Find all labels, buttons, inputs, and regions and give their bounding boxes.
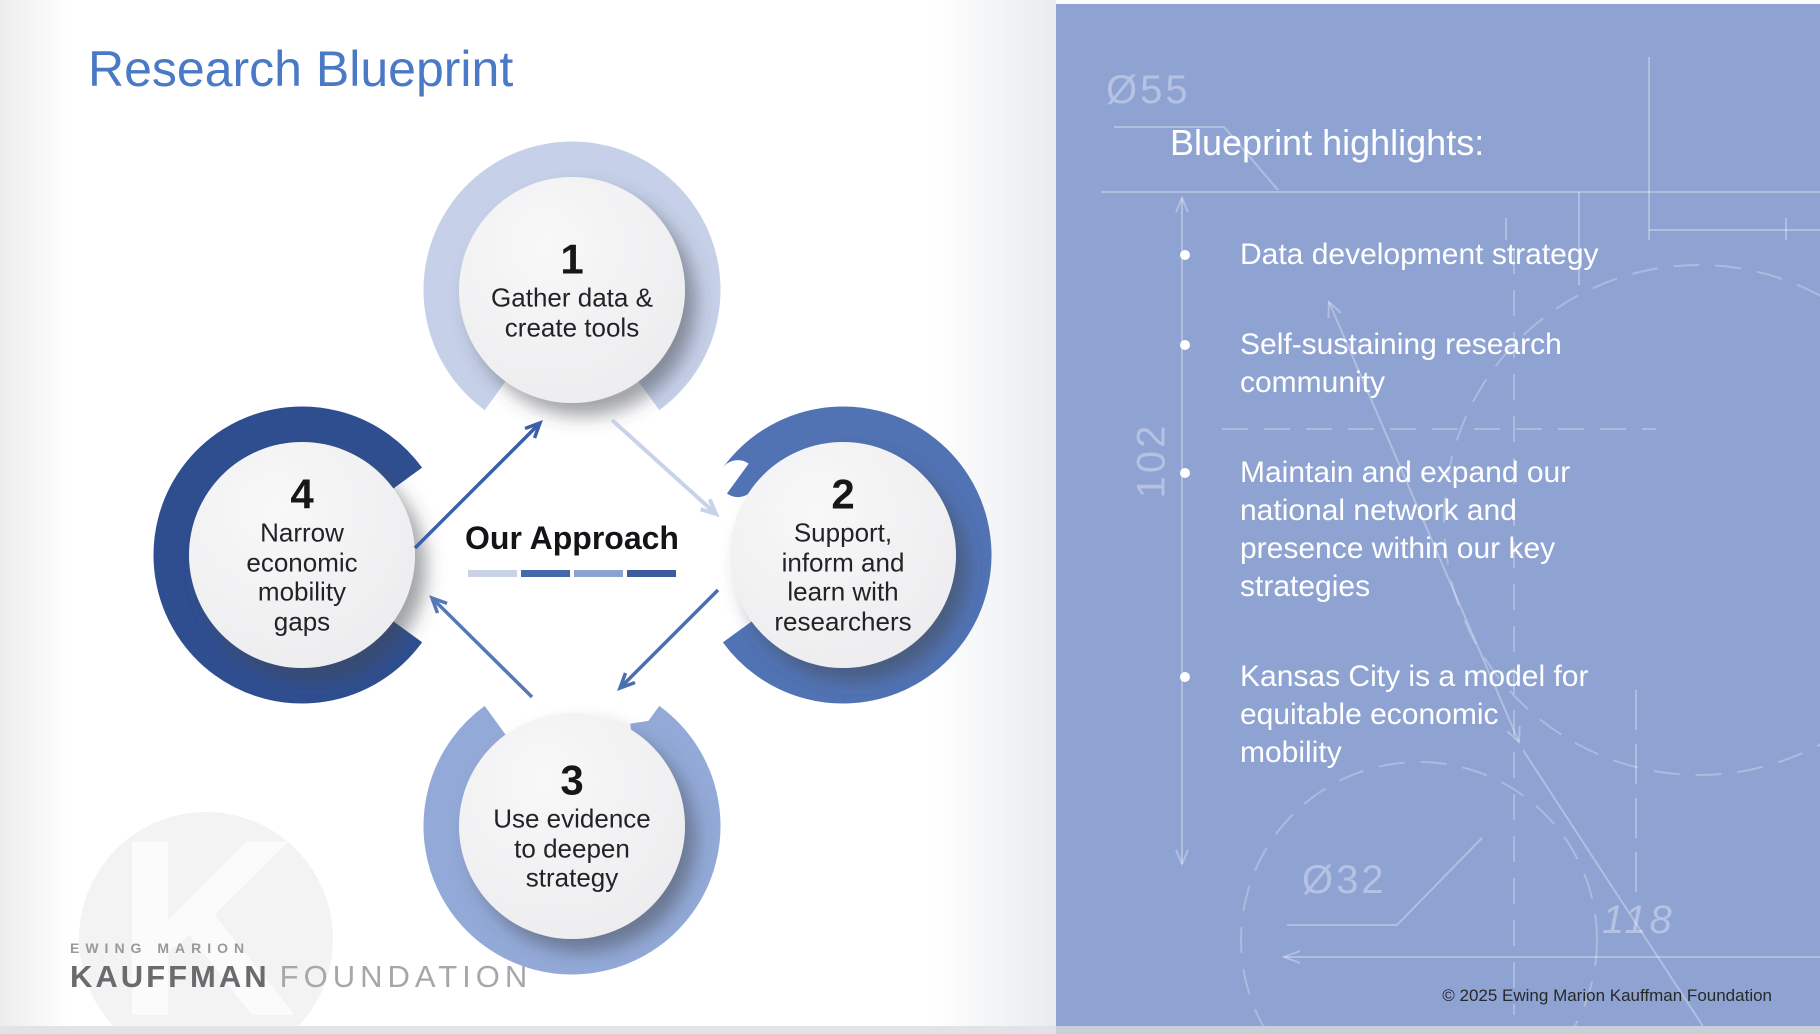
blueprint-background-drawing	[1101, 57, 1820, 1034]
step-1-badge: 1 Gather data & create tools	[456, 237, 688, 342]
list-item: Maintain and expand our national network…	[1174, 454, 1734, 606]
highlight-text: Kansas City is a model for equitable eco…	[1240, 660, 1589, 769]
kauffman-monogram-watermark: K	[79, 812, 333, 1034]
kauffman-foundation-logo: EWING MARION KAUFFMAN FOUNDATION	[70, 940, 532, 995]
step-2-label: Support, inform and learn with researche…	[774, 517, 912, 637]
step-1-label: Gather data & create tools	[491, 282, 653, 343]
dash-segment-1	[468, 570, 517, 577]
step-4-badge: 4 Narrow economic mobility gaps	[186, 470, 418, 638]
bullet-icon	[1180, 250, 1190, 260]
step-4-number: 4	[290, 470, 314, 518]
dash-segment-4	[627, 570, 676, 577]
copyright-notice: © 2025 Ewing Marion Kauffman Foundation	[1442, 986, 1772, 1005]
blueprint-dim-diameter-32: Ø32	[1302, 858, 1387, 902]
list-item: Data development strategy	[1174, 236, 1734, 274]
dash-segment-2	[521, 570, 570, 577]
highlights-list: Data development strategy Self-sustainin…	[1174, 236, 1734, 824]
logo-kauffman: KAUFFMAN	[70, 959, 270, 994]
step-1-number: 1	[560, 235, 584, 283]
highlight-text: Data development strategy	[1240, 238, 1599, 271]
step-3-number: 3	[560, 756, 584, 804]
page-title: Research Blueprint	[88, 41, 514, 97]
bullet-icon	[1180, 672, 1190, 682]
bullet-icon	[1180, 340, 1190, 350]
diagram-center-title: Our Approach	[465, 520, 679, 556]
bottom-edge-right	[1056, 1026, 1820, 1034]
blueprint-dim-diameter-55: Ø55	[1106, 68, 1191, 112]
step-4-label: Narrow economic mobility gaps	[246, 517, 358, 637]
panel-heading: Blueprint highlights:	[1170, 122, 1485, 163]
arrow-step3-to-step4	[429, 595, 534, 699]
diagram-center-label: Our Approach	[465, 520, 679, 577]
k-monogram-icon: K	[115, 812, 297, 1034]
logo-ewing-marion: EWING MARION	[70, 940, 251, 956]
highlight-text: Maintain and expand our national network…	[1240, 456, 1571, 603]
bottom-edge-left	[0, 1026, 1056, 1034]
step-2-badge: 2 Support, inform and learn with researc…	[727, 470, 959, 638]
step-3-badge: 3 Use evidence to deepen strategy	[456, 756, 688, 894]
blueprint-dim-102: 102	[1129, 422, 1174, 499]
highlight-text: Self-sustaining research community	[1240, 328, 1562, 399]
step-3-label: Use evidence to deepen strategy	[493, 803, 651, 893]
arrow-step2-to-step3	[617, 588, 720, 691]
bullet-icon	[1180, 468, 1190, 478]
blueprint-dim-118: 118	[1602, 898, 1675, 942]
step-2-number: 2	[831, 470, 855, 518]
panel-top-edge	[1056, 0, 1820, 4]
list-item: Self-sustaining research community	[1174, 326, 1734, 402]
dash-segment-3	[574, 570, 623, 577]
approach-dash-row	[465, 570, 679, 577]
logo-foundation: FOUNDATION	[279, 959, 533, 994]
list-item: Kansas City is a model for equitable eco…	[1174, 658, 1734, 772]
slide-content-area: Research Blueprint K	[0, 0, 1056, 1034]
arrow-step1-to-step2	[610, 418, 720, 518]
blueprint-panel: Ø55 102 Ø32 118 Blueprint highlights: Da…	[1056, 0, 1820, 1034]
